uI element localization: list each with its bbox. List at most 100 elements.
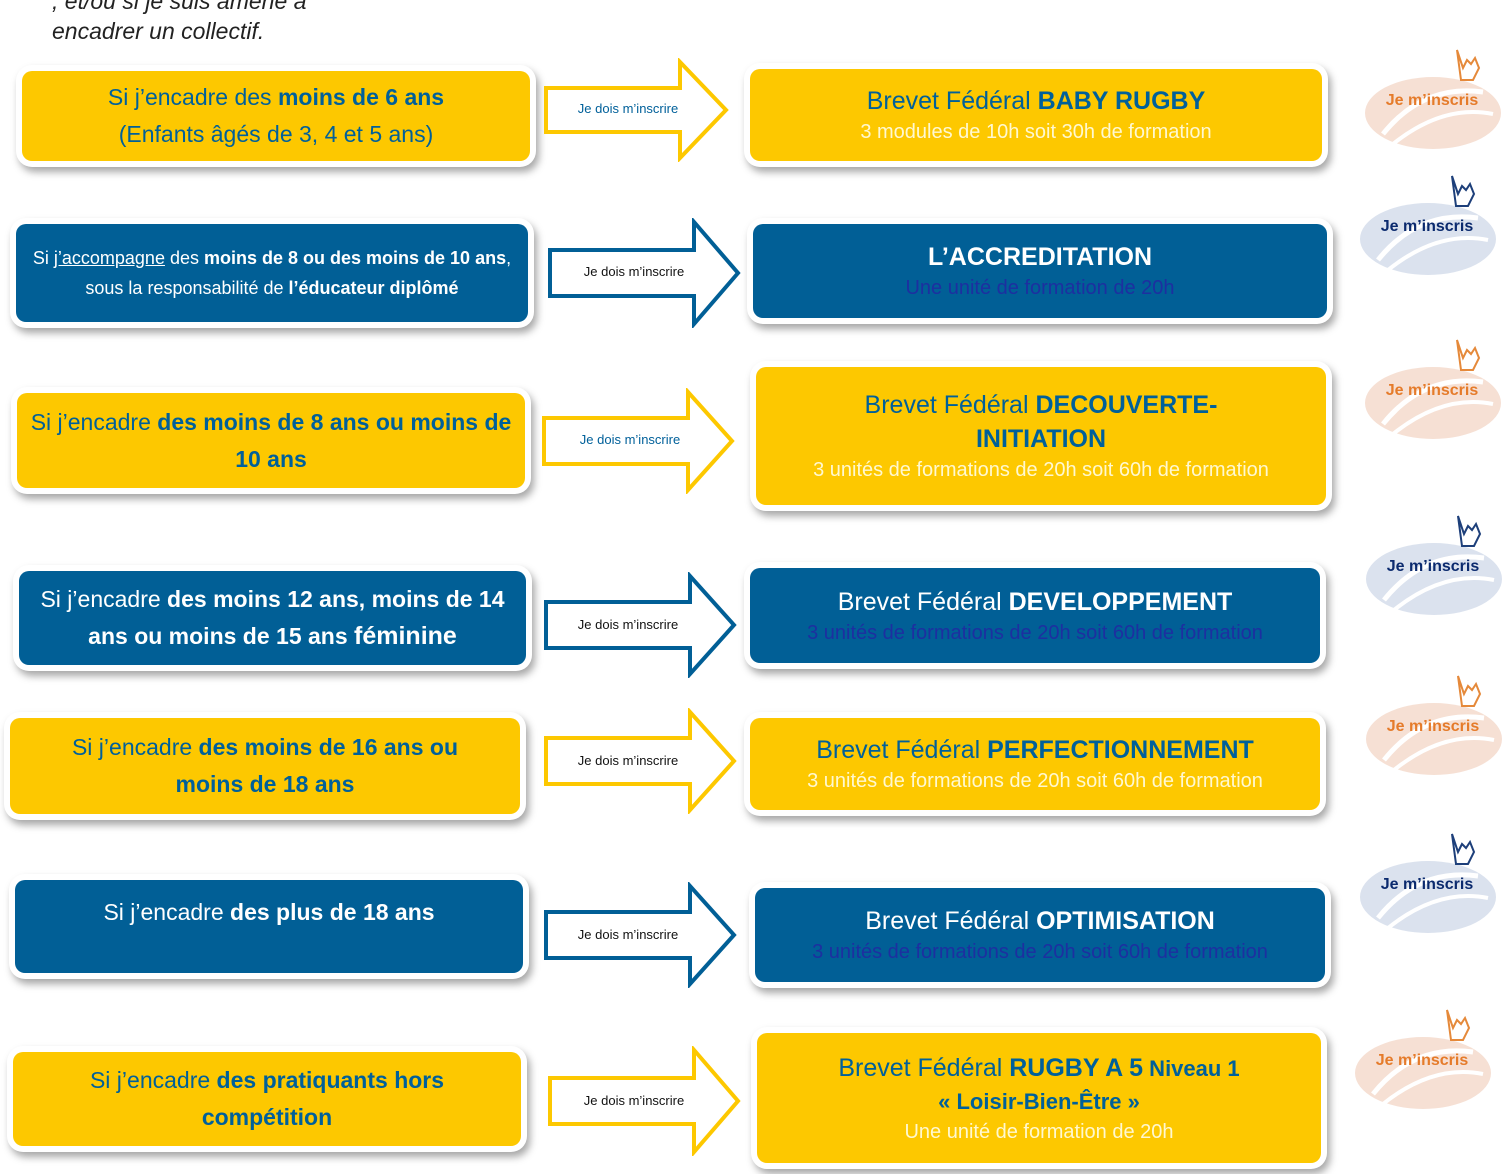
signup-link-optimisation[interactable]: Je m’inscris bbox=[1352, 830, 1502, 933]
formation-subtitle: 3 unités de formations de 20h soit 60h d… bbox=[812, 941, 1268, 963]
condition-bold: des moins de 8 ans ou moins de 10 ans bbox=[157, 408, 512, 472]
rugby-ball-icon bbox=[1360, 861, 1496, 933]
formation-title-bold: DECOUVERTE-INITIATION bbox=[975, 391, 1218, 453]
formation-box-baby-rugby: Brevet Fédéral BABY RUGBY 3 modules de 1… bbox=[750, 69, 1322, 161]
formation-title: Brevet Fédéral bbox=[866, 87, 1038, 115]
signup-label: Je m’inscris bbox=[1380, 218, 1474, 235]
intro-text: , et/ou si je suis amené à encadrer un c… bbox=[52, 0, 1432, 46]
condition-underlined: j’accompagne bbox=[53, 248, 165, 268]
pointing-hand-icon bbox=[1456, 339, 1481, 371]
formation-title-bold: DEVELOPPEMENT bbox=[1008, 587, 1233, 616]
condition-box-accreditation: Si j’accompagne des moins de 8 ou des mo… bbox=[16, 224, 528, 322]
condition-bold: des pratiquants hors compétition bbox=[201, 1067, 445, 1130]
condition-text: Si j’encadre bbox=[30, 408, 158, 435]
formation-subtitle: Une unité de formation de 20h bbox=[904, 1120, 1174, 1143]
condition-text: Si j’encadre bbox=[40, 586, 168, 612]
formation-box-rugby-a-5: Brevet Fédéral RUGBY A 5 Niveau 1 « Lois… bbox=[757, 1033, 1321, 1163]
signup-label: Je m’inscris bbox=[1385, 92, 1479, 109]
formation-title-bold: RUGBY A 5 bbox=[1009, 1053, 1144, 1082]
condition-bold: des plus de 18 ans bbox=[230, 899, 435, 925]
formation-box-optimisation: Brevet Fédéral OPTIMISATION 3 unités de … bbox=[755, 888, 1325, 982]
rugby-ball-icon bbox=[1365, 77, 1501, 149]
pointing-hand-icon bbox=[1451, 175, 1476, 207]
rugby-ball-icon bbox=[1365, 367, 1501, 439]
arrow-label: Je dois m’inscrire bbox=[577, 753, 679, 768]
condition-bold-big: féminine bbox=[354, 622, 457, 650]
rugby-ball-icon bbox=[1355, 1037, 1491, 1109]
arrow-label: Je dois m’inscrire bbox=[579, 432, 681, 447]
arrow-label: Je dois m’inscrire bbox=[577, 101, 679, 116]
condition-line2: (Enfants âgés de 3, 4 et 5 ans) bbox=[118, 121, 434, 147]
formation-box-accreditation: L’ACCREDITATION Une unité de formation d… bbox=[753, 224, 1327, 318]
signup-label: Je m’inscris bbox=[1386, 718, 1480, 735]
condition-bold: des moins 12 ans, moins de 14 ans ou moi… bbox=[88, 586, 505, 649]
formation-title: Brevet Fédéral bbox=[838, 1053, 1010, 1082]
formation-title: Brevet Fédéral bbox=[837, 587, 1009, 616]
signup-link-perfectionnement[interactable]: Je m’inscris bbox=[1358, 672, 1507, 775]
condition-text-mid: des bbox=[164, 248, 204, 268]
signup-link-decouverte[interactable]: Je m’inscris bbox=[1357, 336, 1507, 439]
formation-title-bold: BABY RUGBY bbox=[1037, 87, 1206, 115]
pointing-hand-icon bbox=[1451, 833, 1476, 865]
signup-link-rugby-a-5[interactable]: Je m’inscris bbox=[1347, 1006, 1497, 1109]
formation-subtitle: Une unité de formation de 20h bbox=[905, 277, 1175, 299]
formation-title: Brevet Fédéral bbox=[865, 907, 1037, 935]
condition-box-baby: Si j’encadre des moins de 6 ans (Enfants … bbox=[22, 71, 530, 161]
condition-box-optimisation: Si j’encadre des plus de 18 ans bbox=[15, 880, 523, 973]
intro-line2: encadrer un collectif. bbox=[52, 18, 265, 44]
condition-text: Si j’encadre des bbox=[107, 84, 278, 110]
signup-label: Je m’inscris bbox=[1380, 876, 1474, 893]
pointing-hand-icon bbox=[1446, 1009, 1471, 1041]
arrow-right-icon bbox=[544, 58, 729, 162]
condition-bold: moins de 6 ans bbox=[277, 84, 445, 110]
formation-title-bold: L’ACCREDITATION bbox=[927, 243, 1153, 271]
condition-box-rugby-a-5: Si j’encadre des pratiquants hors compét… bbox=[13, 1052, 521, 1146]
condition-box-decouverte: Si j’encadre des moins de 8 ans ou moins… bbox=[17, 393, 525, 488]
formation-title-bold: PERFECTIONNEMENT bbox=[987, 736, 1254, 764]
rugby-ball-icon bbox=[1366, 703, 1502, 775]
formation-title: Brevet Fédéral bbox=[816, 736, 988, 764]
arrow-right-icon bbox=[542, 388, 735, 494]
arrow-label: Je dois m’inscrire bbox=[583, 264, 685, 279]
arrow-right-icon bbox=[548, 218, 741, 328]
condition-bold: des moins de 16 ans ou moins de 18 ans bbox=[175, 734, 459, 797]
condition-bold: moins de 8 ou des moins de 10 ans bbox=[204, 248, 507, 268]
pointing-hand-icon bbox=[1456, 49, 1481, 81]
condition-text-mid2: , sous la responsabilité de bbox=[85, 248, 512, 298]
condition-text: Si j’encadre bbox=[103, 899, 231, 925]
formation-title-line2: « Loisir-Bien-Être » bbox=[938, 1088, 1140, 1114]
formation-title: Brevet Fédéral bbox=[864, 391, 1036, 419]
condition-text: Si j’encadre bbox=[89, 1067, 217, 1093]
formation-title-bold: OPTIMISATION bbox=[1036, 907, 1215, 935]
condition-text: Si bbox=[32, 248, 54, 268]
signup-label: Je m’inscris bbox=[1375, 1052, 1469, 1069]
formation-subtitle: 3 unités de formations de 20h soit 60h d… bbox=[807, 770, 1263, 792]
condition-box-developpement: Si j’encadre des moins 12 ans, moins de … bbox=[19, 571, 526, 665]
signup-link-accreditation[interactable]: Je m’inscris bbox=[1352, 172, 1502, 275]
rugby-ball-icon bbox=[1366, 543, 1502, 615]
arrow-label: Je dois m’inscrire bbox=[577, 927, 679, 942]
condition-text: Si j’encadre bbox=[71, 734, 199, 760]
formation-box-perfectionnement: Brevet Fédéral PERFECTIONNEMENT 3 unités… bbox=[750, 718, 1320, 810]
formation-box-decouverte: Brevet Fédéral DECOUVERTE-INITIATION 3 u… bbox=[756, 367, 1326, 505]
condition-bold2: l’éducateur diplômé bbox=[288, 278, 459, 298]
formation-title-level: Niveau 1 bbox=[1143, 1055, 1240, 1081]
pointing-hand-icon bbox=[1457, 515, 1482, 547]
arrow-label: Je dois m’inscrire bbox=[577, 617, 679, 632]
arrow-right-icon bbox=[544, 572, 737, 678]
arrow-label: Je dois m’inscrire bbox=[583, 1093, 685, 1108]
condition-box-perfectionnement: Si j’encadre des moins de 16 ans ou moin… bbox=[10, 718, 520, 814]
arrow-right-icon bbox=[548, 1046, 741, 1156]
signup-link-developpement[interactable]: Je m’inscris bbox=[1358, 512, 1507, 615]
formation-subtitle: 3 unités de formations de 20h soit 60h d… bbox=[807, 621, 1263, 644]
signup-label: Je m’inscris bbox=[1386, 558, 1480, 575]
formation-subtitle: 3 unités de formations de 20h soit 60h d… bbox=[813, 459, 1269, 481]
pointing-hand-icon bbox=[1457, 675, 1482, 707]
formation-subtitle: 3 modules de 10h soit 30h de formation bbox=[860, 121, 1212, 143]
signup-link-baby[interactable]: Je m’inscris bbox=[1357, 46, 1507, 149]
arrow-right-icon bbox=[544, 882, 737, 988]
arrow-right-icon bbox=[544, 708, 737, 814]
signup-label: Je m’inscris bbox=[1385, 382, 1479, 399]
intro-line1-rest: , et/ou si je suis amené à bbox=[52, 0, 307, 14]
formation-box-developpement: Brevet Fédéral DEVELOPPEMENT 3 unités de… bbox=[750, 568, 1320, 663]
